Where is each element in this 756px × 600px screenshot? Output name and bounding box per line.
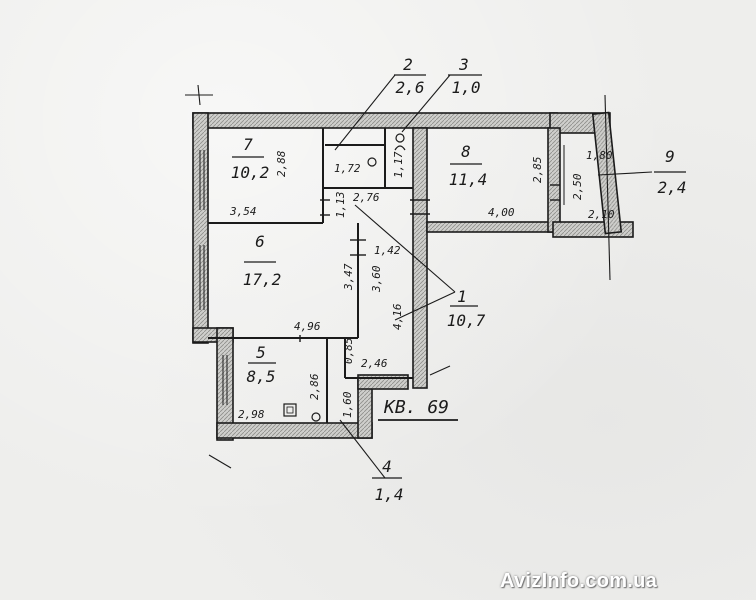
dim-3-47: 3,47	[342, 263, 355, 291]
room-number-8: 8	[461, 142, 471, 161]
room-area-9: 2,4	[658, 178, 687, 197]
dim-1-72: 1,72	[334, 162, 361, 175]
apartment-number-label: КВ. 69	[383, 397, 449, 418]
leader-lines	[185, 74, 653, 479]
dim-2-46: 2,46	[361, 357, 388, 370]
dim-0-85: 0,85	[342, 338, 355, 365]
dim-1-60: 1,60	[341, 391, 354, 418]
room-area-4: 1,4	[375, 485, 404, 504]
room-number-1: 1	[457, 287, 467, 306]
room-area-6: 17,2	[243, 270, 282, 289]
dim-1-13: 1,13	[334, 192, 347, 219]
dim-2-85: 2,85	[531, 157, 544, 184]
room-area-1: 10,7	[447, 311, 486, 330]
dim-1-42: 1,42	[374, 244, 401, 257]
doors	[299, 184, 560, 342]
room-number-6: 6	[255, 232, 265, 251]
dim-2-10: 2,10	[588, 208, 615, 221]
dim-2-88: 2,88	[275, 150, 288, 177]
wc-bowl-icon	[394, 145, 406, 151]
windows	[199, 145, 565, 405]
dim-3-60: 3,60	[370, 265, 383, 293]
room-area-7: 10,2	[231, 163, 270, 182]
stove-icon	[283, 403, 297, 417]
dim-2-98: 2,98	[238, 408, 265, 421]
interior-partitions	[208, 128, 413, 423]
dim-4-96: 4,96	[294, 320, 321, 333]
room-area-8: 11,4	[449, 170, 488, 189]
bath-drain-icon	[367, 157, 377, 167]
room-number-5: 5	[256, 343, 266, 362]
room-number-2: 2	[403, 55, 413, 74]
fixtures	[283, 133, 406, 422]
wall-top-north	[192, 112, 558, 129]
dim-2-76: 2,76	[353, 191, 380, 204]
toilet-icon	[395, 133, 405, 143]
dim-3-54: 3,54	[229, 205, 257, 218]
dim-4-00: 4,00	[488, 206, 515, 219]
room-number-3: 3	[458, 55, 469, 74]
wall-corridor-east	[412, 127, 428, 389]
dim-2-50: 2,50	[571, 173, 584, 200]
wall-room8-south	[426, 221, 553, 233]
watermark-text: AvizInfo.com.ua	[500, 570, 658, 592]
dim-4-16: 4,16	[391, 303, 404, 330]
room-area-5: 8,5	[247, 367, 276, 386]
wall-room8-east	[547, 127, 561, 233]
sink-icon	[311, 412, 321, 422]
room-number-7: 7	[243, 135, 253, 154]
dimension-labels: 2,88 3,54 1,72 1,17 2,76 1,13 2,85 4,00 …	[229, 149, 615, 421]
room-labels: 1 10,7 2 2,6 3 1,0 4 1,4 5 8,5 6 17,2 7 …	[231, 55, 687, 504]
dim-1-80: 1,80	[586, 149, 613, 162]
room-area-3: 1,0	[452, 78, 481, 97]
room-area-2: 2,6	[396, 78, 425, 97]
wall-left-lower	[216, 327, 234, 441]
room-number-4: 4	[382, 457, 392, 476]
room-number-9: 9	[665, 147, 675, 166]
dim-1-17: 1,17	[392, 151, 405, 178]
dim-2-86: 2,86	[308, 373, 321, 400]
